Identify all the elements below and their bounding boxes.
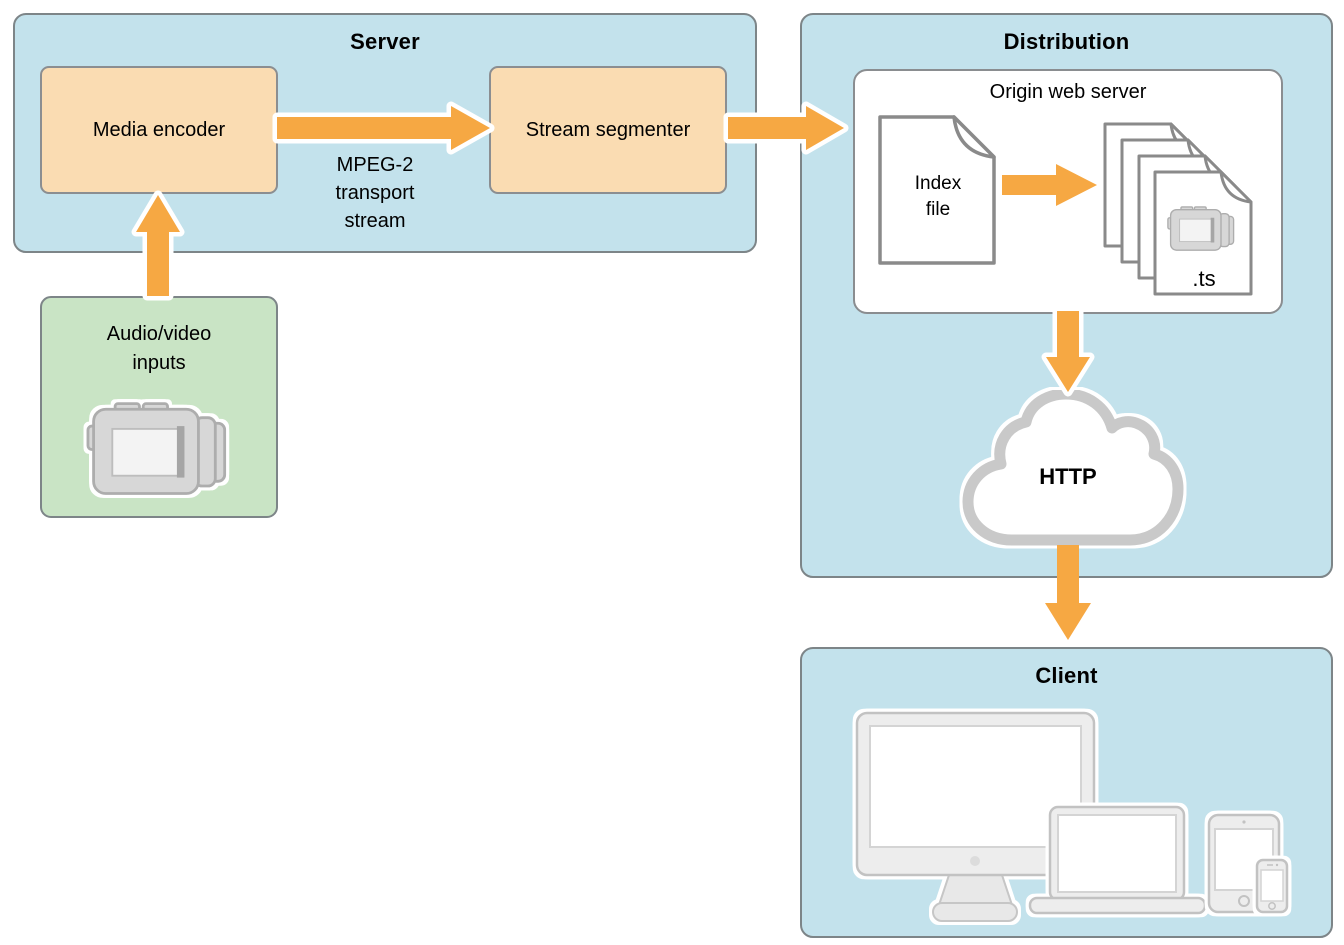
stream-segmenter-node: Stream segmenter bbox=[489, 66, 727, 194]
apple-logo-icon bbox=[970, 856, 980, 866]
client-group-title: Client bbox=[1035, 663, 1098, 688]
macbook-icon bbox=[1028, 805, 1207, 915]
http-cloud-label: HTTP bbox=[1039, 464, 1097, 489]
http-cloud-icon bbox=[962, 390, 1184, 546]
iphone-icon bbox=[1255, 858, 1289, 914]
av-inputs-node: Audio/video inputs bbox=[40, 296, 278, 518]
media-encoder-node: Media encoder bbox=[40, 66, 278, 194]
index-file-label: Index file bbox=[914, 173, 962, 220]
index-file-document-icon bbox=[878, 115, 996, 265]
client-devices-icons bbox=[855, 711, 1289, 922]
ts-camcorder-icon bbox=[1167, 206, 1235, 251]
ts-segment-files-icon: .ts bbox=[1103, 122, 1253, 296]
client-group-box: Client bbox=[800, 647, 1333, 938]
camcorder-icon bbox=[86, 402, 227, 495]
ts-extension-label: .ts bbox=[1192, 266, 1215, 291]
origin-web-server-panel: Origin web server Index file .ts bbox=[853, 69, 1283, 314]
server-group-title: Server bbox=[350, 29, 420, 54]
origin-web-server-title: Origin web server bbox=[989, 81, 1147, 103]
stream-segmenter-label: Stream segmenter bbox=[525, 118, 691, 141]
av-inputs-label: Audio/video inputs bbox=[106, 323, 212, 374]
mpeg2-transport-stream-label: MPEG-2 transport stream bbox=[335, 154, 415, 232]
imac-icon bbox=[855, 711, 1096, 922]
distribution-group-title: Distribution bbox=[1003, 29, 1130, 54]
media-encoder-label: Media encoder bbox=[92, 118, 226, 141]
